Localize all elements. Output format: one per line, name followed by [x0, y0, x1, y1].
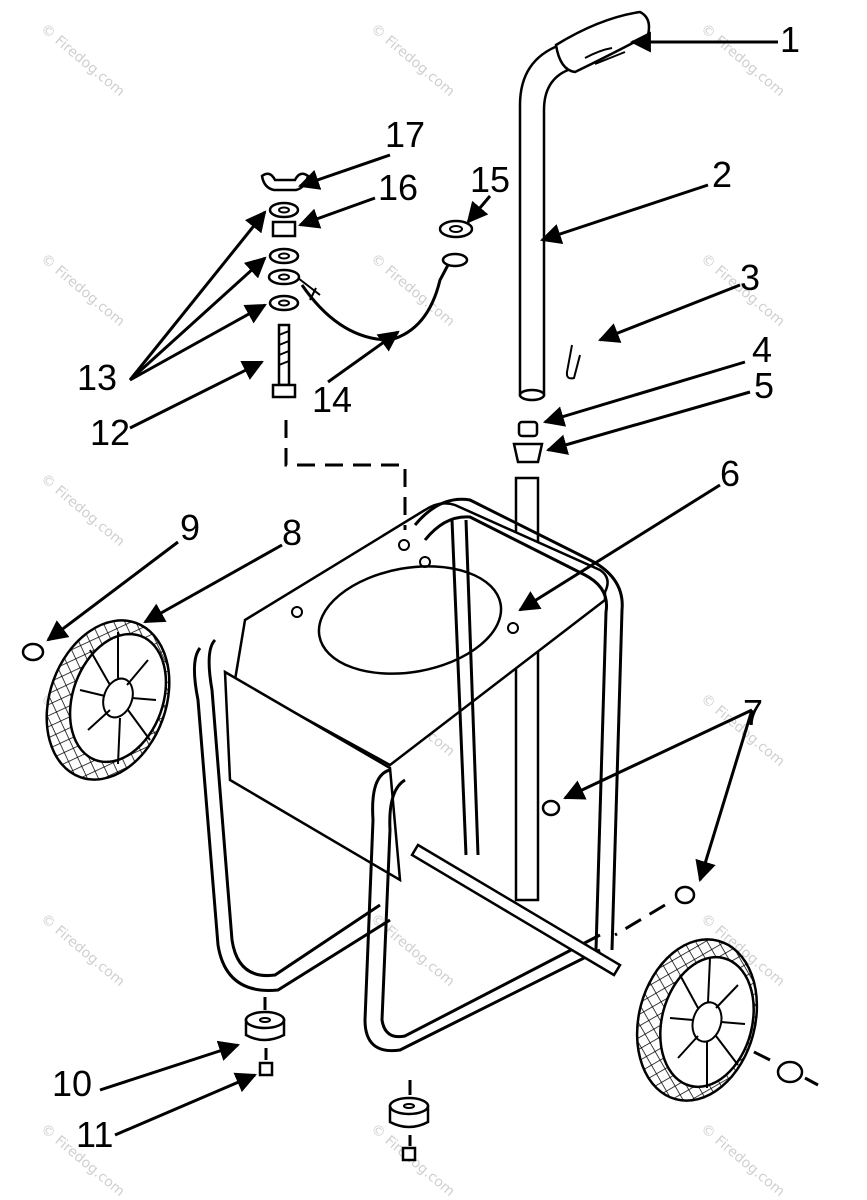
handle-tube [518, 43, 570, 397]
watermark: © Firedog.com [37, 911, 127, 990]
cart-frame [193, 497, 624, 1053]
tub-body [223, 669, 402, 883]
callout-8: 8 [282, 512, 302, 553]
wing-nut-icon [260, 172, 310, 192]
handle-assembly [518, 10, 651, 402]
watermark: © Firedog.com [367, 21, 457, 100]
callout-13: 13 [77, 357, 117, 398]
watermark: © Firedog.com [37, 471, 127, 550]
handle-fittings [512, 420, 544, 464]
leader-lines [46, 31, 778, 1137]
watermark: © Firedog.com [697, 1121, 787, 1200]
callout-12: 12 [90, 412, 130, 453]
callout-15: 15 [470, 159, 510, 200]
callout-3: 3 [740, 257, 760, 298]
right-wheel [635, 938, 759, 1102]
left-wheel [45, 619, 171, 781]
watermark: © Firedog.com [367, 911, 457, 990]
callout-14: 14 [312, 379, 352, 420]
hardware-stack [260, 172, 407, 530]
axle [410, 843, 622, 977]
foot-pads [244, 997, 430, 1162]
cap-7b [674, 885, 696, 905]
watermark: © Firedog.com [37, 251, 127, 330]
callout-9: 9 [180, 507, 200, 548]
callout-10: 10 [52, 1063, 92, 1104]
callout-5: 5 [754, 365, 774, 406]
callout-2: 2 [712, 154, 732, 195]
callout-1: 1 [780, 19, 800, 60]
cap-7a [541, 799, 561, 817]
callout-7: 7 [743, 692, 763, 733]
callout-4: 4 [752, 329, 772, 370]
pin-icon [565, 344, 581, 380]
washer-icon [438, 219, 474, 239]
hub-cap-left [21, 642, 45, 662]
watermark: © Firedog.com [697, 21, 787, 100]
callout-labels: 1 2 3 4 5 6 7 8 9 10 11 12 13 14 15 16 1… [52, 19, 800, 1155]
callout-6: 6 [720, 453, 740, 494]
watermark: © Firedog.com [37, 21, 127, 100]
callout-11: 11 [76, 1114, 113, 1155]
callout-16: 16 [378, 167, 418, 208]
callout-17: 17 [385, 114, 425, 155]
